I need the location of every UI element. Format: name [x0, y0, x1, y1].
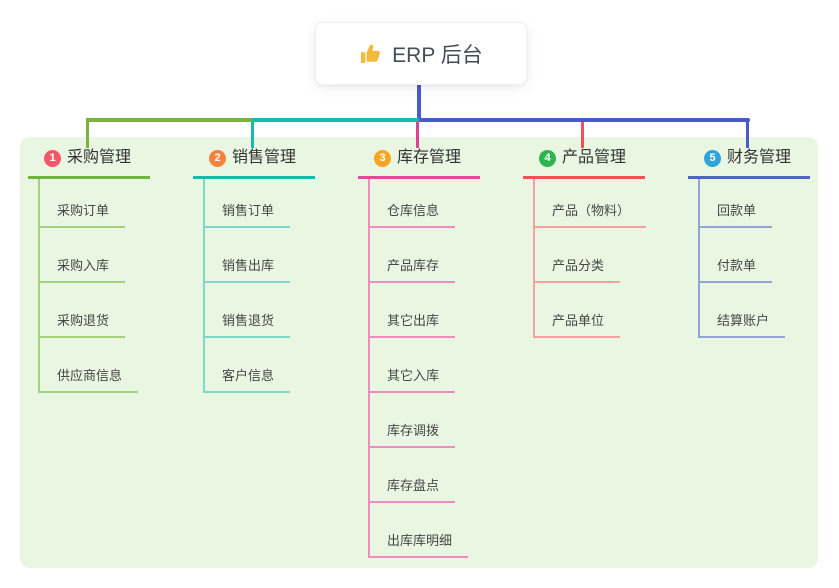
branch-1: 1 采购管理 采购订单采购入库采购退货供应商信息: [28, 118, 151, 393]
child-node[interactable]: 回款单: [700, 179, 773, 228]
child-node[interactable]: 销售出库: [205, 228, 291, 283]
branch-heading[interactable]: 4 产品管理: [523, 146, 646, 179]
connector-trunk-teal: [252, 118, 419, 122]
child-node[interactable]: 产品分类: [535, 228, 621, 283]
branch-heading[interactable]: 5 财务管理: [688, 146, 811, 179]
branch-connector-drop: [746, 118, 749, 148]
number-badge-icon: 5: [704, 149, 721, 167]
child-node[interactable]: 付款单: [700, 228, 773, 283]
number-badge-icon: 3: [374, 149, 391, 167]
branch-heading[interactable]: 1 采购管理: [28, 146, 151, 179]
branch-children: 销售订单销售出库销售退货客户信息: [203, 179, 291, 393]
child-node[interactable]: 仓库信息: [370, 179, 456, 228]
connector-root-drop: [417, 84, 421, 121]
branch-children: 产品（物料）产品分类产品单位: [533, 179, 647, 338]
branch-title: 产品管理: [562, 149, 627, 166]
branch-title: 库存管理: [397, 149, 462, 166]
root-node[interactable]: ERP 后台: [315, 22, 527, 85]
child-node[interactable]: 销售订单: [205, 179, 291, 228]
branch-heading[interactable]: 2 销售管理: [193, 146, 316, 179]
child-node[interactable]: 产品单位: [535, 283, 621, 338]
branch-2: 2 销售管理 销售订单销售出库销售退货客户信息: [193, 118, 316, 393]
branch-connector-drop: [581, 118, 584, 148]
child-node[interactable]: 结算账户: [700, 283, 786, 338]
branch-title: 销售管理: [232, 149, 297, 166]
branch-connector-drop: [416, 118, 419, 148]
branches-panel: [20, 137, 818, 568]
child-node[interactable]: 客户信息: [205, 338, 291, 393]
child-node[interactable]: 库存调拨: [370, 393, 456, 448]
branch-children: 仓库信息产品库存其它出库其它入库库存调拨库存盘点出库库明细: [368, 179, 469, 558]
child-node[interactable]: 其它出库: [370, 283, 456, 338]
number-badge-icon: 1: [44, 149, 61, 167]
number-badge-icon: 4: [539, 149, 556, 167]
branch-5: 5 财务管理 回款单付款单结算账户: [688, 118, 811, 338]
branch-heading[interactable]: 3 库存管理: [358, 146, 481, 179]
child-node[interactable]: 产品（物料）: [535, 179, 647, 228]
child-node[interactable]: 采购订单: [40, 179, 126, 228]
branch-children: 采购订单采购入库采购退货供应商信息: [38, 179, 139, 393]
branch-title: 采购管理: [67, 149, 132, 166]
connector-trunk-blue: [419, 118, 750, 122]
branch-3: 3 库存管理 仓库信息产品库存其它出库其它入库库存调拨库存盘点出库库明细: [358, 118, 481, 558]
child-node[interactable]: 其它入库: [370, 338, 456, 393]
connector-trunk-green: [86, 118, 252, 122]
root-title: ERP 后台: [392, 43, 483, 67]
thumbs-up-icon: [359, 42, 383, 66]
child-node[interactable]: 库存盘点: [370, 448, 456, 503]
child-node[interactable]: 采购入库: [40, 228, 126, 283]
branch-4: 4 产品管理 产品（物料）产品分类产品单位: [523, 118, 647, 338]
child-node[interactable]: 采购退货: [40, 283, 126, 338]
branch-connector-drop: [251, 118, 254, 148]
branch-title: 财务管理: [727, 149, 792, 166]
child-node[interactable]: 出库库明细: [370, 503, 469, 558]
branch-connector-drop: [86, 118, 89, 148]
child-node[interactable]: 产品库存: [370, 228, 456, 283]
child-node[interactable]: 销售退货: [205, 283, 291, 338]
number-badge-icon: 2: [209, 149, 226, 167]
branch-children: 回款单付款单结算账户: [698, 179, 786, 338]
child-node[interactable]: 供应商信息: [40, 338, 139, 393]
